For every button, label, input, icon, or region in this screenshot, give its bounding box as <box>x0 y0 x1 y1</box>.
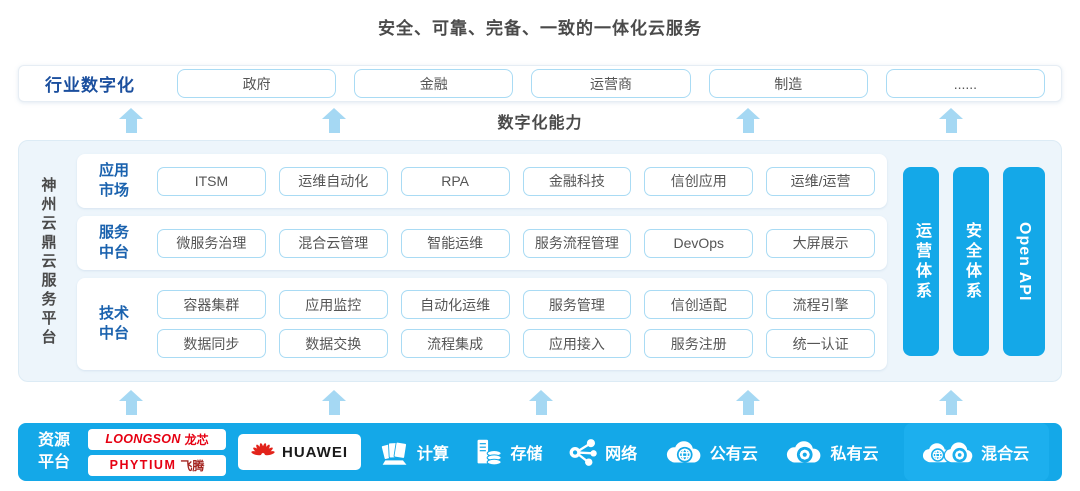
platform-box: 运维/运营 <box>766 166 875 196</box>
platform-box: 混合云管理 <box>278 228 388 258</box>
up-arrow-icon <box>939 390 963 415</box>
service-middle-platform-row: 服务中台 微服务治理 混合云管理 智能运维 服务流程管理 DevOps 大屏展示 <box>77 216 887 270</box>
platform-box: 运维自动化 <box>278 166 388 196</box>
platform-pillars: 运营体系 安全体系 Open API <box>903 154 1045 370</box>
resource-platform-bar: 资源平台 LOONGSON 龙芯 PHYTIUM 飞腾 <box>18 423 1062 481</box>
app-market-row: 应用市场 ITSM 运维自动化 RPA 金融科技 信创应用 运维/运营 <box>77 154 887 208</box>
tech-middle-platform-row: 技术中台 容器集群 应用监控 自动化运维 服务管理 信创适配 流程引擎 数据同步… <box>77 278 887 370</box>
app-market-items: ITSM 运维自动化 RPA 金融科技 信创应用 运维/运营 <box>157 166 875 196</box>
public-cloud-icon <box>663 439 703 466</box>
up-arrow-icon <box>119 108 143 133</box>
resource-items: 计算 <box>367 423 1062 481</box>
platform-box: 智能运维 <box>400 228 510 258</box>
platform-box: 大屏展示 <box>766 228 875 258</box>
service-middle-platform-items: 微服务治理 混合云管理 智能运维 服务流程管理 DevOps 大屏展示 <box>157 228 875 258</box>
private-cloud-icon <box>783 439 823 466</box>
up-arrow-icon <box>939 108 963 133</box>
huawei-wordmark: HUAWEI <box>282 443 348 461</box>
platform-box: RPA <box>400 166 510 196</box>
network-icon <box>568 438 598 466</box>
industry-item-government: 政府 <box>177 69 337 98</box>
hybrid-cloud-segment: 混合云 <box>904 423 1050 481</box>
platform-side-label: 神州云鼎云服务平台 <box>39 176 57 348</box>
platform-box: 服务管理 <box>522 290 632 319</box>
service-middle-platform-label: 服务中台 <box>99 223 130 261</box>
huawei-logo: HUAWEI <box>238 434 361 470</box>
platform-box: 数据交换 <box>278 329 388 358</box>
up-arrow-icon <box>322 390 346 415</box>
resource-item-storage: 存储 <box>474 438 542 466</box>
platform-box: 微服务治理 <box>157 228 266 258</box>
platform-rows: 应用市场 ITSM 运维自动化 RPA 金融科技 信创应用 运维/运营 服务中台… <box>77 154 887 370</box>
resource-item-label: 存储 <box>510 446 543 463</box>
resource-arrow-row <box>0 382 1080 423</box>
resource-item-public-cloud: 公有云 <box>663 439 758 466</box>
platform-box: 自动化运维 <box>400 290 510 319</box>
industry-item-manufacturing: 制造 <box>708 69 868 98</box>
pillar-security-system: 安全体系 <box>953 167 989 356</box>
platform-box: 流程集成 <box>400 329 510 358</box>
platform-box: 应用监控 <box>278 290 388 319</box>
digital-capability-label: 数字化能力 <box>497 115 583 132</box>
industry-item-operator: 运营商 <box>531 69 691 98</box>
platform-box: 信创适配 <box>644 290 754 319</box>
platform-box: 信创应用 <box>644 166 754 196</box>
pillar-open-api: Open API <box>1003 167 1045 356</box>
up-arrow-icon <box>119 390 143 415</box>
industry-digitalization-bar: 行业数字化 政府 金融 运营商 制造 ...... <box>18 65 1062 102</box>
hybrid-cloud-icon <box>920 439 974 466</box>
platform-box: 流程引擎 <box>766 290 875 319</box>
storage-icon <box>474 438 503 466</box>
industry-item-finance: 金融 <box>354 69 514 98</box>
platform-container: 神州云鼎云服务平台 应用市场 ITSM 运维自动化 RPA 金融科技 信创应用 … <box>18 140 1062 382</box>
platform-box: 服务流程管理 <box>522 228 632 258</box>
platform-box: ITSM <box>157 166 266 196</box>
up-arrow-icon <box>322 108 346 133</box>
resource-item-label: 公有云 <box>709 446 758 463</box>
platform-box: 应用接入 <box>522 329 632 358</box>
huawei-flower-icon <box>251 441 275 463</box>
resource-item-private-cloud: 私有云 <box>783 439 878 466</box>
tech-middle-platform-items: 容器集群 应用监控 自动化运维 服务管理 信创适配 流程引擎 数据同步 数据交换… <box>157 290 875 358</box>
platform-box: 容器集群 <box>157 290 266 319</box>
platform-box: 服务注册 <box>644 329 754 358</box>
resource-item-label: 私有云 <box>830 446 879 463</box>
resource-item-network: 网络 <box>568 438 637 466</box>
platform-box: DevOps <box>644 228 754 258</box>
resource-item-hybrid-cloud: 混合云 <box>920 439 1029 466</box>
tech-middle-platform-label: 技术中台 <box>99 304 130 342</box>
platform-box: 统一认证 <box>766 329 875 358</box>
digital-capability-row: 数字化能力 <box>0 102 1080 140</box>
resource-item-label: 网络 <box>605 446 638 463</box>
page-title: 安全、可靠、完备、一致的一体化云服务 <box>378 19 702 38</box>
pillar-operations-system: 运营体系 <box>903 167 939 356</box>
resource-item-label: 计算 <box>416 446 449 463</box>
resource-item-computing: 计算 <box>380 438 449 466</box>
chip-vendors: LOONGSON 龙芯 PHYTIUM 飞腾 <box>88 428 226 476</box>
resource-platform-label: 资源平台 <box>38 432 71 471</box>
resource-item-label: 混合云 <box>981 446 1030 463</box>
phytium-logo: PHYTIUM 飞腾 <box>88 454 226 476</box>
industry-label: 行业数字化 <box>45 76 135 95</box>
app-market-label: 应用市场 <box>99 161 130 199</box>
platform-box: 金融科技 <box>522 166 632 196</box>
platform-box: 数据同步 <box>157 329 266 358</box>
up-arrow-icon <box>529 390 553 415</box>
up-arrow-icon <box>736 108 760 133</box>
industry-item-more: ...... <box>885 69 1046 98</box>
up-arrow-icon <box>736 390 760 415</box>
loongson-logo: LOONGSON 龙芯 <box>88 428 226 450</box>
computing-icon <box>380 438 410 466</box>
